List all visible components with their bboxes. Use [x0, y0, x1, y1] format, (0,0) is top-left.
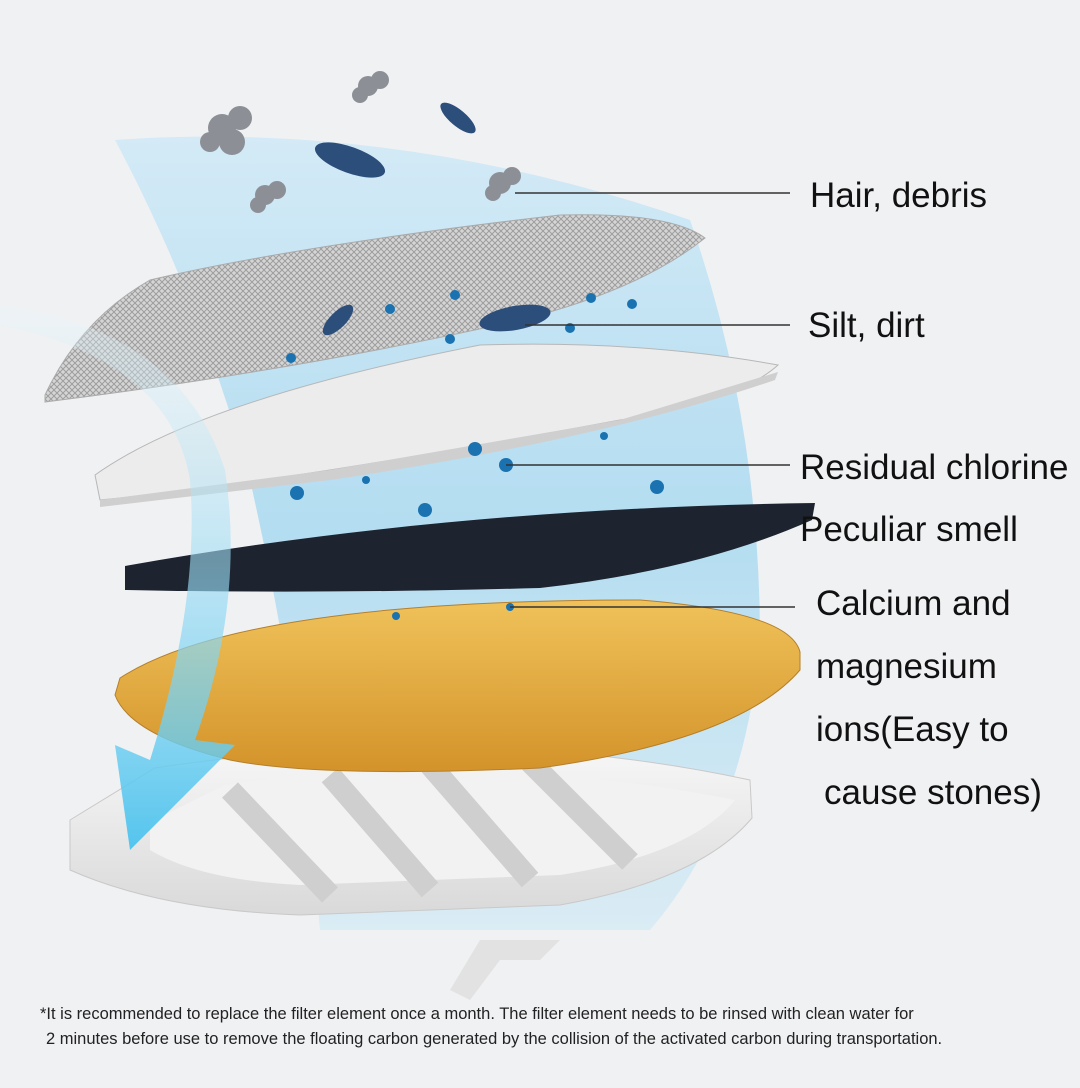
silt-dirt-label: Silt, dirt	[808, 308, 925, 343]
calcium-line-1: Calcium and	[816, 586, 1042, 649]
residual-chlorine-label: Residual chlorine	[800, 450, 1068, 485]
footnote-line-1: *It is recommended to replace the filter…	[40, 1002, 1070, 1027]
calcium-line-3: ions(Easy to	[816, 712, 1042, 775]
replacement-footnote: *It is recommended to replace the filter…	[40, 1002, 1070, 1052]
footnote-line-2: 2 minutes before use to remove the float…	[40, 1027, 1070, 1052]
calcium-magnesium-label: Calcium and magnesium ions(Easy to cause…	[816, 586, 1042, 838]
peculiar-smell-label: Peculiar smell	[800, 512, 1018, 547]
calcium-line-4: cause stones)	[816, 775, 1042, 838]
hair-debris-label: Hair, debris	[810, 178, 987, 213]
calcium-line-2: magnesium	[816, 649, 1042, 712]
